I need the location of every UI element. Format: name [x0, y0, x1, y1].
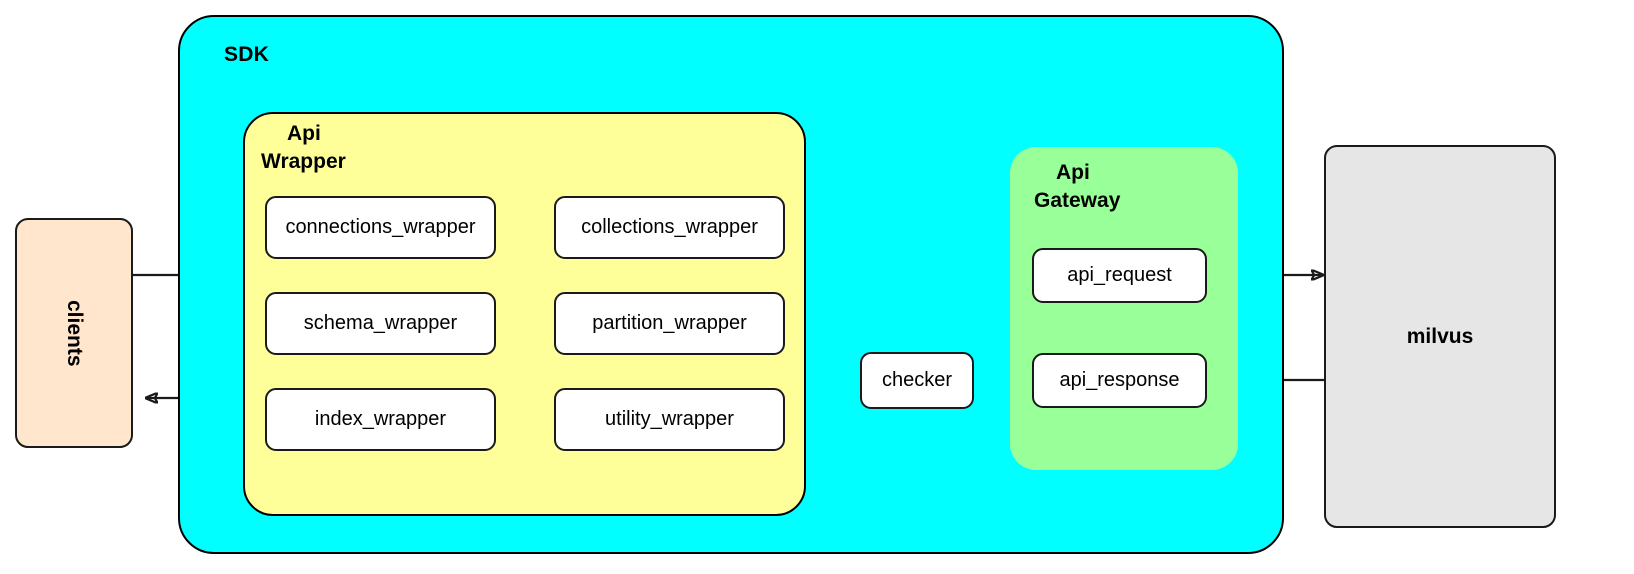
milvus-node[interactable]: milvus — [1324, 145, 1556, 528]
milvus-label: milvus — [1406, 324, 1474, 348]
api-gateway-container[interactable]: Api Gateway — [1010, 147, 1238, 470]
module-schema-wrapper[interactable]: schema_wrapper — [265, 292, 496, 355]
module-collections-wrapper[interactable]: collections_wrapper — [554, 196, 785, 259]
module-index-wrapper[interactable]: index_wrapper — [265, 388, 496, 451]
sdk-label: SDK — [224, 43, 269, 66]
module-api-response[interactable]: api_response — [1032, 353, 1207, 408]
module-label: api_response — [1059, 369, 1180, 391]
module-api-request[interactable]: api_request — [1032, 248, 1207, 303]
clients-node[interactable]: clients — [15, 218, 133, 448]
api-gateway-label: Api Gateway — [1034, 159, 1206, 214]
module-label: api_request — [1067, 264, 1172, 286]
api-gateway-label-line1: Api — [1056, 161, 1090, 184]
module-label: partition_wrapper — [592, 312, 747, 334]
api-wrapper-label-line1: Api — [287, 122, 321, 145]
module-label: connections_wrapper — [285, 216, 476, 238]
clients-label: clients — [63, 299, 86, 367]
module-utility-wrapper[interactable]: utility_wrapper — [554, 388, 785, 451]
module-label: collections_wrapper — [581, 216, 758, 238]
api-wrapper-label-line2: Wrapper — [261, 149, 346, 173]
module-label: utility_wrapper — [605, 408, 734, 430]
module-connections-wrapper[interactable]: connections_wrapper — [265, 196, 496, 259]
module-label: index_wrapper — [314, 408, 447, 430]
api-gateway-label-line2: Gateway — [1034, 188, 1121, 212]
checker-node[interactable]: checker — [860, 352, 974, 409]
checker-label: checker — [881, 369, 953, 391]
module-partition-wrapper[interactable]: partition_wrapper — [554, 292, 785, 355]
api-wrapper-label: Api Wrapper — [261, 120, 427, 175]
module-label: schema_wrapper — [303, 312, 458, 334]
